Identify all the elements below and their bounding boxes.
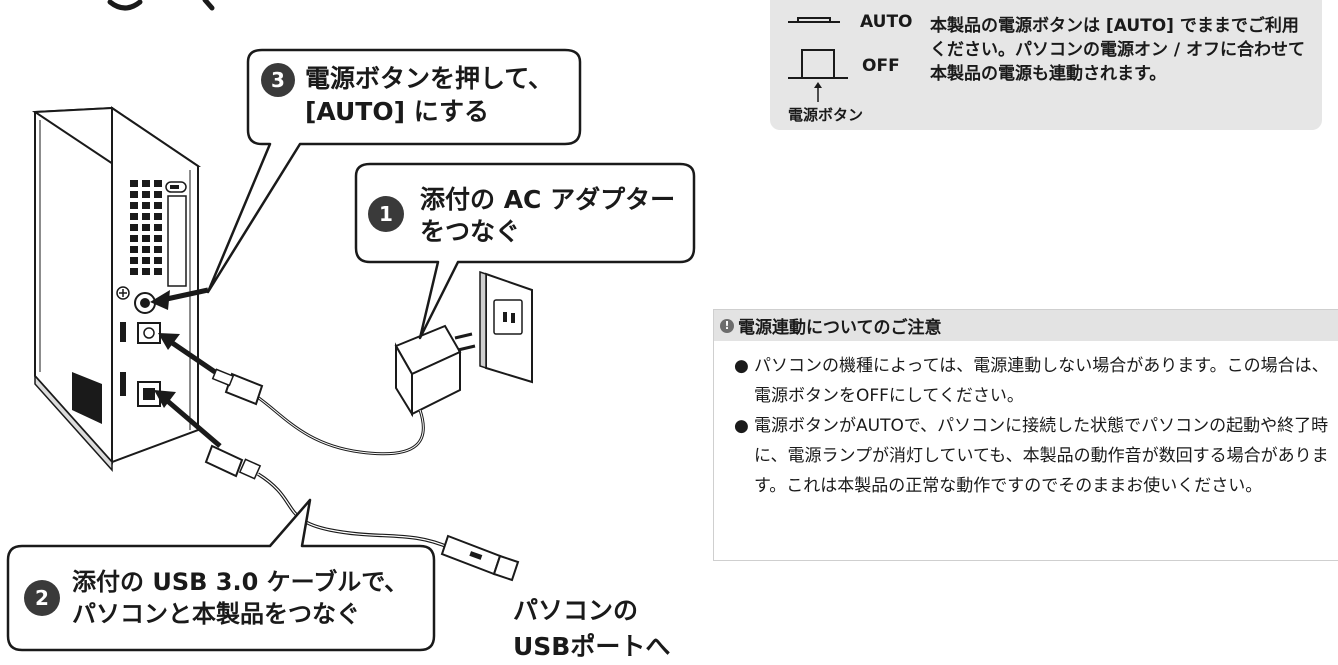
arrow-head-usb [154, 390, 176, 408]
note-title: 電源連動についてのご注意 [738, 318, 942, 338]
ac-adapter [211, 324, 476, 456]
dc-in-port [137, 322, 161, 344]
step3-line2: [AUTO] にする [305, 97, 489, 126]
callout-step3: 3 電源ボタンを押して、 [AUTO] にする [206, 48, 582, 294]
vent-grid [130, 180, 162, 275]
step2-line1: 添付の USB 3.0 ケーブルで、 [72, 568, 408, 596]
arrows [150, 287, 222, 448]
connection-diagram: 3 電源ボタンを押して、 [AUTO] にする 1 添付の AC アダプター を… [6, 0, 696, 661]
note-item-text: パソコンの機種によっては、電源連動しない場合があります。この場合は、電源ボタンを… [754, 356, 1329, 406]
hard-drive-device [31, 106, 202, 472]
step1-line1: 添付の AC アダプター [420, 185, 675, 214]
exclamation-icon: ! [720, 318, 734, 333]
power-switch-info-box: AUTO OFF 電源ボタン 本製品の電源ボタンは [AUTO] でままでご利用… [770, 0, 1322, 130]
arrow-head-power [150, 290, 170, 310]
switch-diagram [788, 17, 848, 102]
step3-badge [261, 63, 295, 97]
bullet-icon: ● [734, 416, 749, 436]
usb-cable [204, 444, 520, 582]
off-label: OFF [862, 56, 900, 76]
pc-port-line2: USBポートへ [513, 632, 670, 661]
decorative-curve [107, 0, 215, 11]
step1-line2: をつなぐ [420, 217, 520, 246]
note-list: ● パソコンの機種によっては、電源連動しない場合があります。この場合は、電源ボタ… [714, 341, 1338, 501]
security-slot [165, 181, 187, 193]
callout-step1: 1 添付の AC アダプター をつなぐ [354, 162, 696, 340]
note-item: ● パソコンの機種によっては、電源連動しない場合があります。この場合は、電源ボタ… [734, 351, 1338, 411]
power-switch-description: 本製品の電源ボタンは [AUTO] でままでご利用ください。パソコンの電源オン … [930, 16, 1306, 84]
step2-badge [24, 580, 60, 616]
step3-number: 3 [271, 68, 285, 92]
callout-step2: 2 添付の USB 3.0 ケーブルで、 パソコンと本製品をつなぐ [6, 498, 436, 652]
pc-port-line1: パソコンの [513, 596, 638, 625]
step1-number: 1 [379, 202, 393, 226]
note-item: ● 電源ボタンがAUTOで、パソコンに接続した状態でパソコンの起動や終了時に、電… [734, 411, 1338, 501]
note-box: ! 電源連動についてのご注意 ● パソコンの機種によっては、電源連動しない場合が… [713, 309, 1338, 561]
step2-number: 2 [35, 586, 49, 610]
screw-icon [116, 286, 130, 300]
auto-label: AUTO [860, 12, 913, 32]
note-item-text: 電源ボタンがAUTOで、パソコンに接続した状態でパソコンの起動や終了時に、電源ラ… [754, 416, 1329, 496]
wall-outlet [479, 270, 533, 384]
step3-line1: 電源ボタンを押して、 [305, 64, 553, 93]
power-button-caption: 電源ボタン [788, 106, 864, 124]
step2-line2: パソコンと本製品をつなぐ [72, 600, 360, 628]
arrow-head-dc [158, 333, 180, 350]
bullet-icon: ● [734, 356, 749, 376]
step1-badge [368, 196, 404, 232]
note-header: ! 電源連動についてのご注意 [714, 310, 1338, 341]
